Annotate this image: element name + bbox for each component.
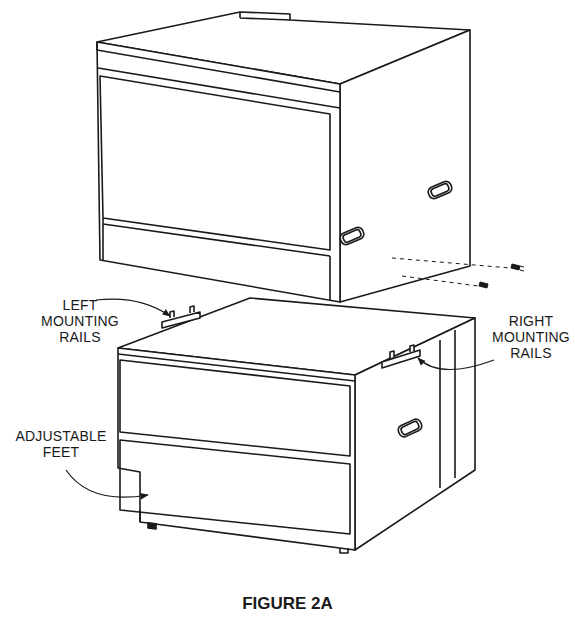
lower-unit: [118, 298, 475, 553]
leader-lines: [66, 299, 494, 497]
rail-label: RIGHT MOUNTING RAILS: [490, 313, 572, 361]
rail-label: LEFT MOUNTING RAILS: [38, 297, 122, 345]
upper-unit: [97, 12, 524, 302]
figure-caption: FIGURE 2A: [0, 594, 575, 614]
feet-label: ADJUSTABLE FEET: [6, 428, 116, 460]
